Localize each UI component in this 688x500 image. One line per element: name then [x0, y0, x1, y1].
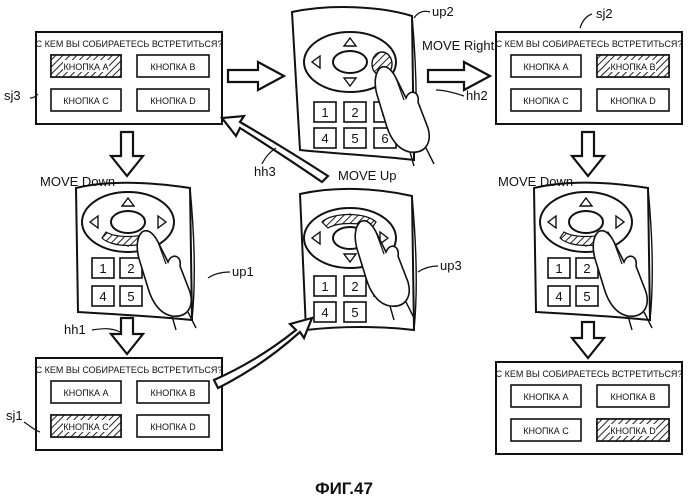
key-2: 2	[351, 279, 358, 294]
leader-hh2	[436, 90, 464, 96]
question-text: С КЕМ ВЫ СОБИРАЕТЕСЬ ВСТРЕТИТЬСЯ?	[496, 369, 683, 379]
key-1: 1	[99, 261, 106, 276]
button-d-label: КНОПКА D	[150, 96, 196, 106]
button-d-label: КНОПКА D	[150, 422, 196, 432]
arrow-up2-to-sj2	[428, 62, 490, 90]
label-hh1: hh1	[64, 322, 86, 337]
label-up2: up2	[432, 4, 454, 19]
figure-caption: ФИГ.47	[315, 479, 373, 498]
leader-up2	[414, 11, 430, 18]
arrow-sj3-to-up1	[111, 132, 143, 176]
screen-final: С КЕМ ВЫ СОБИРАЕТЕСЬ ВСТРЕТИТЬСЯ? КНОПКА…	[496, 362, 683, 454]
button-c-label: КНОПКА C	[63, 96, 109, 106]
question-text: С КЕМ ВЫ СОБИРАЕТЕСЬ ВСТРЕТИТЬСЯ?	[36, 365, 223, 375]
key-1: 1	[555, 261, 562, 276]
arrow-remote-to-final	[572, 322, 604, 358]
label-up3: up3	[440, 258, 462, 273]
label-hh2: hh2	[466, 88, 488, 103]
button-c-label: КНОПКА C	[63, 422, 109, 432]
label-move-right: MOVE Right	[422, 38, 495, 53]
button-b-label: КНОПКА B	[611, 392, 656, 402]
question-text: С КЕМ ВЫ СОБИРАЕТЕСЬ ВСТРЕТИТЬСЯ?	[36, 39, 223, 49]
key-4: 4	[555, 289, 562, 304]
remote-up1: 1 2 4 5	[76, 183, 196, 330]
label-sj2: sj2	[596, 6, 613, 21]
arrow-up1-to-sj1	[111, 318, 143, 354]
label-up1: up1	[232, 264, 254, 279]
key-4: 4	[321, 131, 328, 146]
remote-up3: 1 2 3 4 5	[300, 189, 416, 330]
key-5: 5	[127, 289, 134, 304]
button-b-label: КНОПКА B	[151, 62, 196, 72]
key-5: 5	[351, 131, 358, 146]
button-c-label: КНОПКА C	[523, 96, 569, 106]
button-d-label: КНОПКА D	[610, 96, 656, 106]
button-b-label: КНОПКА B	[611, 62, 656, 72]
screen-sj3: С КЕМ ВЫ СОБИРАЕТЕСЬ ВСТРЕТИТЬСЯ? КНОПКА…	[36, 32, 223, 124]
button-a-label: КНОПКА A	[64, 388, 109, 398]
leader-hh1	[92, 329, 120, 332]
label-move-up: MOVE Up	[338, 168, 397, 183]
button-a-label: КНОПКА A	[64, 62, 109, 72]
label-sj1: sj1	[6, 408, 23, 423]
key-5: 5	[351, 305, 358, 320]
button-b-label: КНОПКА B	[151, 388, 196, 398]
label-sj3: sj3	[4, 88, 21, 103]
leader-up1	[208, 272, 230, 278]
key-1: 1	[321, 105, 328, 120]
key-4: 4	[321, 305, 328, 320]
label-move-down-left: MOVE Down	[40, 174, 115, 189]
leader-sj2	[580, 14, 592, 28]
key-2: 2	[583, 261, 590, 276]
arrow-sj2-to-remote	[572, 132, 604, 176]
button-a-label: КНОПКА A	[524, 392, 569, 402]
screen-sj2: С КЕМ ВЫ СОБИРАЕТЕСЬ ВСТРЕТИТЬСЯ? КНОПКА…	[496, 32, 683, 124]
button-d-label: КНОПКА D	[610, 426, 656, 436]
key-6: 6	[381, 131, 388, 146]
key-2: 2	[127, 261, 134, 276]
arrow-sj3-to-up2	[228, 62, 284, 90]
remote-up2: 1 2 3 4 5 6	[292, 7, 434, 166]
screen-sj1: С КЕМ ВЫ СОБИРАЕТЕСЬ ВСТРЕТИТЬСЯ? КНОПКА…	[36, 358, 223, 450]
button-c-label: КНОПКА C	[523, 426, 569, 436]
button-a-label: КНОПКА A	[524, 62, 569, 72]
label-move-down-right: MOVE Down	[498, 174, 573, 189]
question-text: С КЕМ ВЫ СОБИРАЕТЕСЬ ВСТРЕТИТЬСЯ?	[496, 39, 683, 49]
key-5: 5	[583, 289, 590, 304]
leader-up3	[418, 266, 438, 272]
remote-right: 1 2 4 5	[534, 183, 652, 330]
key-1: 1	[321, 279, 328, 294]
label-hh3: hh3	[254, 164, 276, 179]
key-4: 4	[99, 289, 106, 304]
arrow-sj1-to-up3	[214, 318, 312, 388]
key-2: 2	[351, 105, 358, 120]
